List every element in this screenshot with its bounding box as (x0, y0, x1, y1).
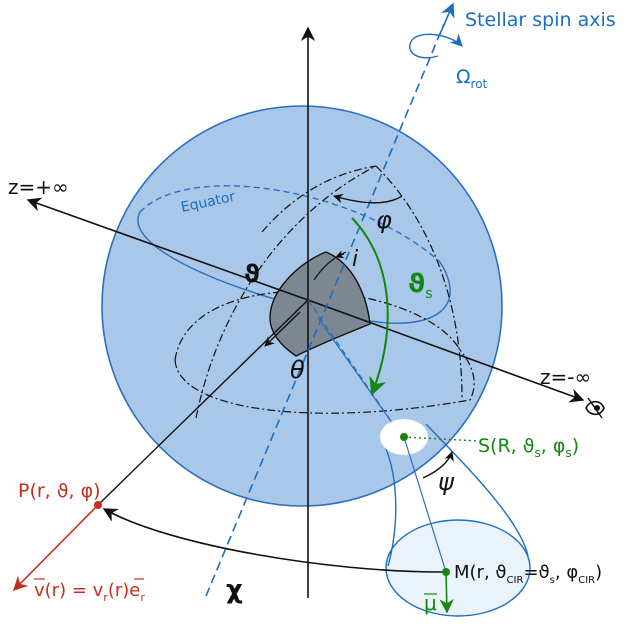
velocity-arrow (12, 504, 99, 592)
line-to-s-solid (317, 317, 403, 438)
equator-back (139, 185, 441, 263)
point-m-label: M(r, ϑCIR=ϑs, φCIR) (454, 562, 602, 586)
cone-axis (403, 436, 447, 573)
omega-rotation-arrow (409, 33, 463, 59)
z-axis-minus (307, 299, 585, 403)
meridian-arc-right (375, 165, 463, 399)
theta-bold-label: ϑ (244, 260, 260, 288)
theta-label: θ (290, 356, 305, 384)
spin-axis-label: Stellar spin axis (465, 9, 616, 31)
s-dotted-leader (403, 436, 479, 442)
z-axis-plus (26, 197, 309, 301)
phi-label: φ (376, 206, 392, 234)
line-to-s-dashed (307, 299, 403, 438)
latitude-ellipse-front (174, 349, 475, 414)
point-s-label: S(R, ϑs, φs) (478, 435, 579, 460)
theta-arrow (264, 311, 301, 347)
z-minus-label: z=-∞ (540, 365, 591, 389)
cone-right-edge (425, 423, 529, 557)
phi-arc (333, 193, 403, 204)
psi-label: ψ (438, 468, 455, 496)
chi-label: χ (226, 575, 243, 605)
theta-s-label: ϑs (408, 269, 432, 302)
eye-icon (585, 397, 605, 419)
mu-label: μ (424, 591, 437, 615)
spin-axis-line (205, 23, 445, 597)
velocity-label: v(r) = vr(r)er (34, 580, 145, 604)
chi-arc (102, 508, 443, 573)
meridian-arc-top (261, 165, 377, 233)
point-s-dot (400, 433, 408, 441)
cone-left-edge (383, 443, 397, 567)
spin-axis-tip (439, 2, 455, 35)
inclination-arrow (335, 250, 345, 259)
line-to-p (97, 299, 309, 506)
cone-base (385, 519, 531, 617)
theta-s-arc (351, 217, 389, 396)
z-plus-label: z=+∞ (8, 175, 69, 199)
point-p-label: P(r, ϑ, φ) (18, 480, 101, 502)
omega-label: Ωrot (456, 66, 488, 91)
inclination-label: i (352, 247, 358, 272)
psi-arc (422, 451, 454, 479)
mu-arrow (439, 571, 454, 614)
